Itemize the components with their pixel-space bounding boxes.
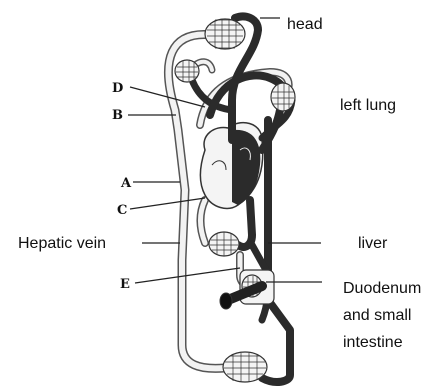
label-head: head xyxy=(287,16,323,33)
capillary-lower-body xyxy=(223,352,267,382)
capillary-head xyxy=(205,19,245,49)
label-b: B xyxy=(112,108,123,123)
label-duodenum-3: intestine xyxy=(343,334,403,351)
label-c: C xyxy=(117,203,127,218)
label-hepatic-vein: Hepatic vein xyxy=(18,235,106,252)
capillary-left-lung xyxy=(271,83,295,111)
label-a: A xyxy=(120,176,132,191)
label-duodenum-1: Duodenum xyxy=(343,280,421,297)
capillary-intestine xyxy=(220,270,274,309)
label-duodenum-2: and small xyxy=(343,307,411,324)
capillary-right-lung xyxy=(175,60,199,82)
label-e: E xyxy=(120,277,130,292)
capillary-liver xyxy=(209,232,239,256)
label-d: D xyxy=(112,81,123,96)
label-left-lung: left lung xyxy=(340,97,396,114)
label-liver: liver xyxy=(358,235,388,252)
